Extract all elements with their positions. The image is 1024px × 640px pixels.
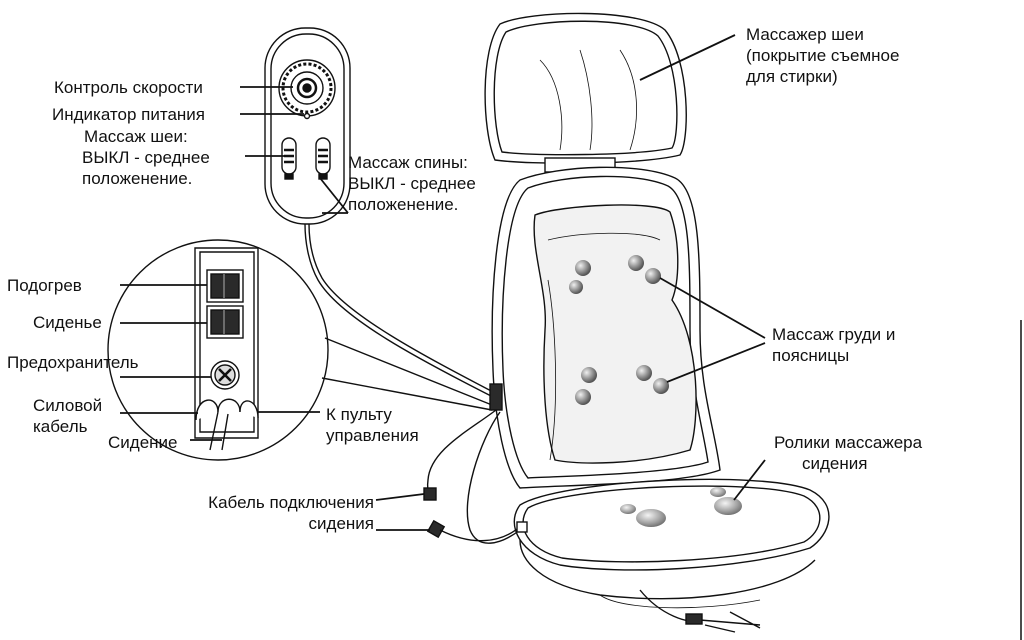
label-chest-lumbar: Массаж груди и поясницы: [772, 325, 896, 365]
label-back-massage: Массаж спины: ВЫКЛ - среднее положенение…: [348, 153, 476, 214]
label-seat: Сиденье: [33, 313, 102, 332]
label-heating: Подогрев: [7, 276, 82, 295]
label-seat-cable: Кабель подключения сидения: [208, 493, 374, 533]
label-neck-massager: Массажер шеи (покрытие съемное для стирк…: [746, 25, 900, 86]
back-rollers: [569, 255, 669, 405]
label-seat-rollers: Ролики массажера сидения: [774, 433, 923, 473]
massage-seat: [423, 12, 830, 633]
neck-switch: [281, 137, 297, 180]
label-power-cable: Силовой кабель: [33, 396, 103, 436]
label-speed-control: Контроль скорости: [54, 78, 203, 97]
label-fuse: Предохранитель: [7, 353, 139, 372]
back-switch: [315, 137, 331, 180]
seat-rollers: [620, 487, 742, 527]
speed-dial: [278, 59, 336, 117]
label-power-indicator: Индикатор питания: [52, 105, 205, 124]
control-panel-inset: [107, 239, 493, 461]
label-to-remote: К пульту управления: [326, 405, 419, 445]
label-neck-massage: Массаж шеи: ВЫКЛ - среднее положенение.: [82, 127, 210, 188]
leader-lines: [120, 34, 766, 531]
label-seat-connector: Сидение: [108, 433, 178, 452]
remote-control: [264, 27, 498, 399]
power-led: [303, 112, 311, 120]
